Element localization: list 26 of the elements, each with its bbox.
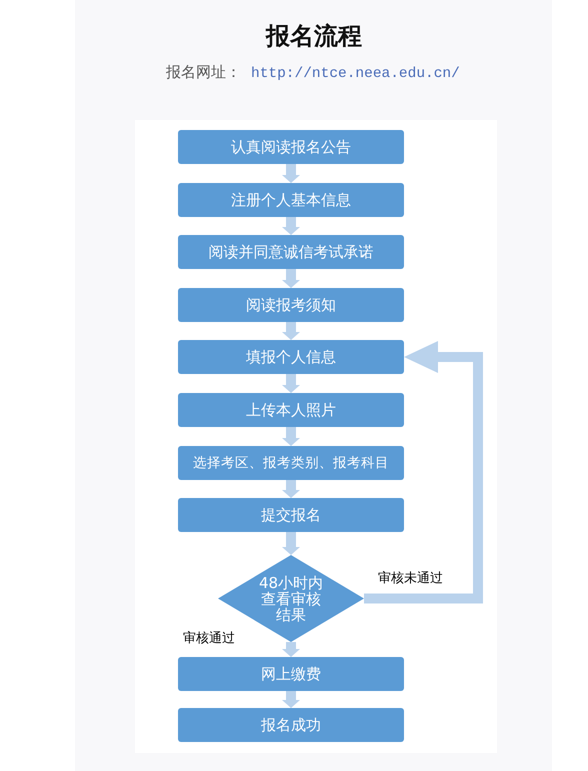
process-box: 上传本人照片 bbox=[178, 393, 404, 427]
arrow bbox=[282, 480, 300, 498]
arrow bbox=[282, 642, 300, 657]
process-box: 阅读并同意诚信考试承诺 bbox=[178, 235, 404, 269]
process-box: 网上缴费 bbox=[178, 657, 404, 691]
website-label: 报名网址： bbox=[166, 65, 241, 81]
arrow bbox=[282, 691, 300, 708]
edge-label: 审核未通过 bbox=[378, 571, 443, 586]
arrow bbox=[282, 374, 300, 393]
process-box: 注册个人基本信息 bbox=[178, 183, 404, 217]
process-box: 选择考区、报考类别、报考科目 bbox=[178, 446, 404, 480]
arrow bbox=[364, 341, 483, 604]
arrow bbox=[282, 217, 300, 235]
process-box: 填报个人信息 bbox=[178, 340, 404, 374]
url-link: http://ntce.neea.edu.cn/ bbox=[251, 66, 460, 82]
edge-label: 审核通过 bbox=[183, 631, 235, 646]
title: 报名流程 bbox=[264, 22, 363, 52]
arrow bbox=[282, 164, 300, 183]
process-box: 提交报名 bbox=[178, 498, 404, 532]
process-box: 阅读报考须知 bbox=[178, 288, 404, 322]
arrow bbox=[282, 269, 300, 288]
arrow bbox=[282, 427, 300, 446]
arrow bbox=[282, 322, 300, 340]
process-box: 认真阅读报名公告 bbox=[178, 130, 404, 164]
process-box: 报名成功 bbox=[178, 708, 404, 742]
arrow bbox=[282, 532, 300, 555]
